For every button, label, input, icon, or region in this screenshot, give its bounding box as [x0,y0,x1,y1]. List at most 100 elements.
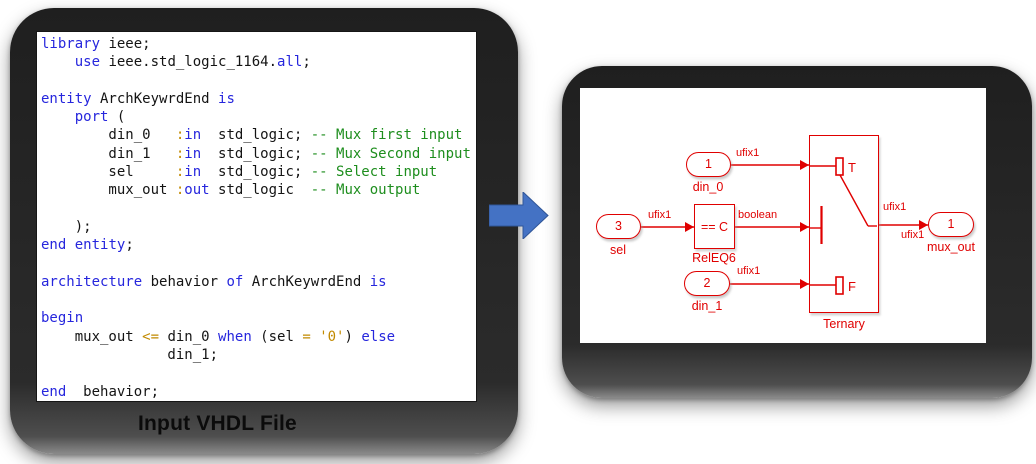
arrowhead-icon [800,160,809,170]
code-line[interactable]: library ieee; [41,35,476,53]
code-token: din_0 [159,328,219,345]
code-token: in [184,164,202,181]
code-token: ArchKeywrdEnd [91,90,219,107]
code-token: ; [125,237,134,254]
code-token: -- Mux output [310,182,421,199]
inport-sel[interactable]: 3 [596,214,641,239]
code-token: -- Mux first input [310,127,463,144]
signal-type-label: ufix1 [883,201,907,213]
inport-din0-label[interactable]: din_0 [692,180,724,194]
code-token: <= [142,328,160,345]
code-token: sel [41,164,176,181]
code-token: -- Select input [310,164,438,181]
inport-sel-number: 3 [615,219,622,233]
releq-block[interactable]: == C [694,204,735,249]
code-token: end [41,383,67,400]
code-token: ); [41,218,92,235]
code-line[interactable]: port ( [41,108,476,126]
code-token: '0' [319,328,345,345]
code-line[interactable] [41,291,476,309]
model-frame: 1 din_0 ufix1 3 sel ufix1 == C RelEQ6 bo… [562,66,1032,398]
code-line[interactable]: entity ArchKeywrdEnd is [41,90,476,108]
code-token [41,109,75,125]
code-token: is [369,273,387,290]
releq-block-label[interactable]: RelEQ6 [692,251,736,265]
code-token: mux_out [41,328,143,345]
code-token: ; [302,54,311,71]
signal-wires[interactable] [580,88,986,343]
arrowhead-icon [919,220,928,230]
signal-type-label: ufix1 [737,265,761,277]
code-token: ieee.std_logic_1164. [100,54,278,71]
code-line[interactable]: din_1; [41,346,476,364]
code-token: std_logic; [201,164,311,181]
code-token: : [175,182,185,199]
code-line[interactable] [41,255,476,273]
code-token: : [175,164,185,181]
code-token: (sel [251,328,303,345]
inport-din1[interactable]: 2 [684,271,730,296]
code-token: when [218,328,252,345]
code-token: ( [108,109,126,126]
code-token: begin [41,310,84,327]
code-token: port [74,109,109,126]
code-token: behavior [142,273,227,290]
code-token: architecture [41,273,143,290]
code-token: ArchKeywrdEnd [243,273,370,290]
code-line[interactable]: use ieee.std_logic_1164.all; [41,53,476,71]
code-editor-screen[interactable]: library ieee; use ieee.std_logic_1164.al… [36,31,477,402]
releq-block-text: == C [700,219,729,234]
inport-sel-label[interactable]: sel [610,243,626,257]
code-line[interactable]: architecture behavior of ArchKeywrdEnd i… [41,273,476,291]
code-line[interactable]: sel :in std_logic; -- Select input [41,163,476,181]
inport-din0[interactable]: 1 [686,152,731,177]
code-line[interactable]: begin [41,309,476,327]
code-token: use [74,54,101,71]
code-editor-frame: library ieee; use ieee.std_logic_1164.al… [10,8,518,454]
code-token: library [41,36,101,52]
code-token: out [184,182,210,199]
switch-true-port-label: T [848,160,856,175]
signal-type-label: ufix1 [736,147,760,159]
code-line[interactable]: mux_out :out std_logic -- Mux output [41,181,476,199]
code-token: ) [344,328,362,345]
code-line[interactable]: mux_out <= din_0 when (sel = '0') else [41,328,476,346]
outport-muxout-label[interactable]: mux_out [927,240,975,254]
code-token: end [41,237,67,254]
code-token: din_1 [41,145,176,162]
code-token: in [184,145,202,162]
code-line[interactable]: din_0 :in std_logic; -- Mux first input [41,126,476,144]
flow-arrow-icon [489,192,549,239]
ternary-block-label[interactable]: Ternary [823,317,865,331]
code-token: : [175,127,185,144]
vhdl-code[interactable]: library ieee; use ieee.std_logic_1164.al… [37,32,476,401]
inport-din1-label[interactable]: din_1 [691,299,723,313]
arrowhead-icon [800,279,809,289]
code-token [66,237,74,253]
code-line[interactable] [41,200,476,218]
outport-muxout[interactable]: 1 [928,212,974,237]
code-token: din_0 [41,127,176,144]
code-token: -- Mux Second input [310,145,471,162]
code-token: entity [74,237,126,254]
code-line[interactable]: end behavior; [41,383,476,401]
code-token: behavior; [66,383,160,400]
code-frame-caption: Input VHDL File [138,412,297,435]
code-line[interactable] [41,364,476,382]
code-token: din_1; [41,347,219,364]
code-line[interactable] [41,72,476,90]
code-token: ieee; [100,36,151,52]
code-token: else [361,328,396,345]
code-token: all [277,54,303,71]
switch-false-port-label: F [848,279,856,294]
ternary-switch-block[interactable]: T F [809,135,879,313]
code-token: std_logic; [201,145,311,162]
code-line[interactable]: end entity; [41,236,476,254]
arrowhead-icon [800,222,809,232]
code-token: is [218,90,235,107]
code-line[interactable]: ); [41,218,476,236]
signal-type-label: boolean [738,209,778,221]
code-line[interactable]: din_1 :in std_logic; -- Mux Second input [41,145,476,163]
model-canvas[interactable]: 1 din_0 ufix1 3 sel ufix1 == C RelEQ6 bo… [580,88,986,343]
outport-muxout-number: 1 [947,217,955,231]
